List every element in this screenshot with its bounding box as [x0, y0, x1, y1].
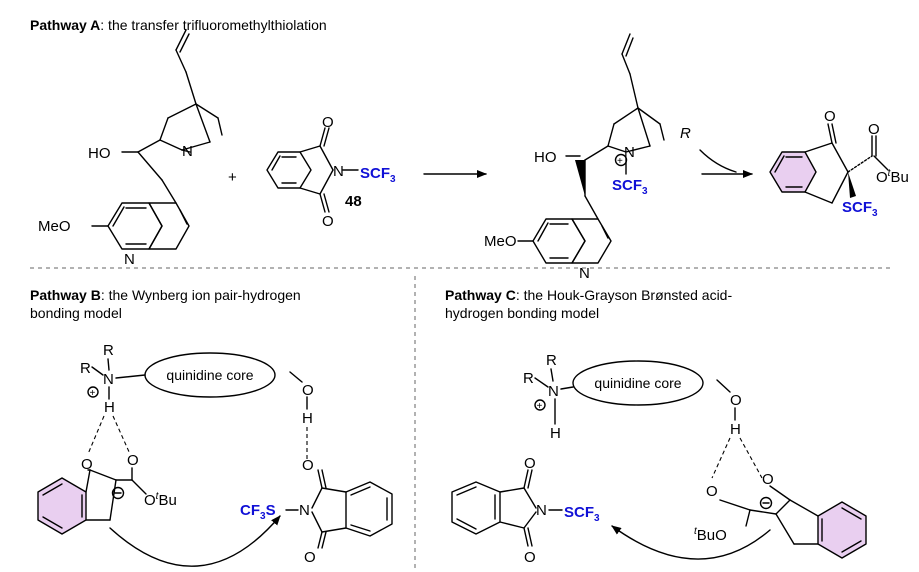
nucleophilic-attack-arrow-b — [109, 515, 281, 567]
ester-carbonyl-o-b: O — [127, 452, 139, 469]
cf3s-group-b: CF3S — [240, 502, 276, 522]
quinidine-core-label-c: quinidine core — [594, 375, 681, 391]
ammonium-charge-icon-c — [534, 399, 546, 411]
ammonium-r-top-b: R — [103, 342, 114, 359]
ammonium-h-c: H — [550, 425, 561, 442]
carbanion-charge-icon-c — [759, 496, 773, 510]
product-ester-label: OtBu — [876, 168, 909, 186]
imide-o-top-b: O — [302, 457, 314, 474]
intermediate-quinuclidine-n: N — [624, 144, 635, 161]
ammonium-h-b: H — [104, 399, 115, 416]
pathway-b-title-line2: bonding model — [30, 305, 122, 321]
imide-o-top-c: O — [524, 455, 536, 472]
ammonium-r-left-c: R — [523, 370, 534, 387]
reagent-carbonyl-o-top: O — [322, 114, 334, 131]
carbanion-charge-icon-b — [111, 486, 125, 500]
pathway-c-title-line1: Pathway C: the Houk-Grayson Brønsted aci… — [445, 287, 732, 303]
pathway-b-title-line1: Pathway B: the Wynberg ion pair-hydrogen — [30, 287, 301, 303]
phthalimide-reagent-48 — [266, 127, 359, 213]
imide-n-b: N — [299, 502, 310, 519]
ammonium-r-top-c: R — [546, 352, 557, 369]
ester-tbu-c: tBuO — [694, 526, 727, 544]
reagent-scf3-group: SCF3 — [360, 165, 396, 185]
svg-text:+: + — [537, 401, 543, 412]
product-carbonyl-o: O — [868, 121, 880, 138]
ammonium-r-left-b: R — [80, 360, 91, 377]
pathway-a-title: Pathway A: the transfer trifluoromethylt… — [30, 17, 327, 33]
hydroxyl-h-c: H — [730, 421, 741, 438]
phthalimide-b — [311, 469, 393, 549]
quinidine-core-oval-c — [572, 360, 704, 406]
intermediate-scf3-group: SCF3 — [612, 177, 648, 197]
intermediate-methoxy-label: MeO — [484, 233, 517, 250]
catalyst-methoxy-label: MeO — [38, 218, 71, 235]
substrate-curved-arrow — [699, 149, 737, 173]
wedge-bond-scf3 — [848, 172, 856, 198]
ester-carbonyl-o-c: O — [706, 483, 718, 500]
imide-o-bottom-b: O — [304, 549, 316, 566]
product-scf3-group: SCF3 — [842, 199, 878, 219]
product-ketone-o: O — [824, 108, 836, 125]
hydroxyl-o-c: O — [730, 392, 742, 409]
catalyst-quinuclidine-n: N — [182, 143, 193, 160]
pathway-c-title-line2: hydrogen bonding model — [445, 305, 599, 321]
imide-n-c: N — [536, 502, 547, 519]
svg-text:+: + — [617, 156, 623, 167]
plus-sign: + — [228, 169, 237, 186]
imide-o-bottom-c: O — [524, 549, 536, 566]
phthalimide-c — [451, 469, 563, 547]
svg-text:+: + — [90, 388, 96, 399]
quinidine-core-label-b: quinidine core — [166, 367, 253, 383]
hydroxyl-o-b: O — [302, 382, 314, 399]
reagent-imide-n: N — [333, 163, 344, 180]
reagent-carbonyl-o-bottom: O — [322, 213, 334, 230]
enolate-indane-b — [37, 467, 147, 535]
ammonium-charge-icon-b — [87, 386, 99, 398]
reagent-number: 48 — [345, 193, 362, 210]
arrow-substrate-label: R — [680, 125, 691, 142]
enolate-o-c: O — [762, 471, 774, 488]
intermediate-hydroxyl-label: HO — [534, 149, 557, 166]
nucleophilic-attack-arrow-c — [611, 525, 771, 560]
intermediate-quinoline-n: N — [579, 265, 590, 282]
enolate-o-b: O — [81, 456, 93, 473]
indanone-product — [769, 123, 889, 204]
ammonium-n-c: N — [548, 383, 559, 400]
ammonium-n-b: N — [103, 371, 114, 388]
quinidine-catalyst — [91, 29, 223, 250]
positive-charge-icon — [614, 153, 628, 167]
aromatic-ring-highlight — [770, 152, 816, 192]
hydroxyl-h-b: H — [302, 410, 313, 427]
catalyst-quinoline-n: N — [124, 251, 135, 268]
wedge-bond — [575, 160, 585, 196]
catalyst-hydroxyl-label: HO — [88, 145, 111, 162]
enolate-indane-c — [719, 485, 867, 559]
scf3-group-c: SCF3 — [564, 504, 600, 524]
sulfonium-intermediate: + — [517, 33, 665, 264]
ester-tbu-b: OtBu — [144, 491, 177, 509]
